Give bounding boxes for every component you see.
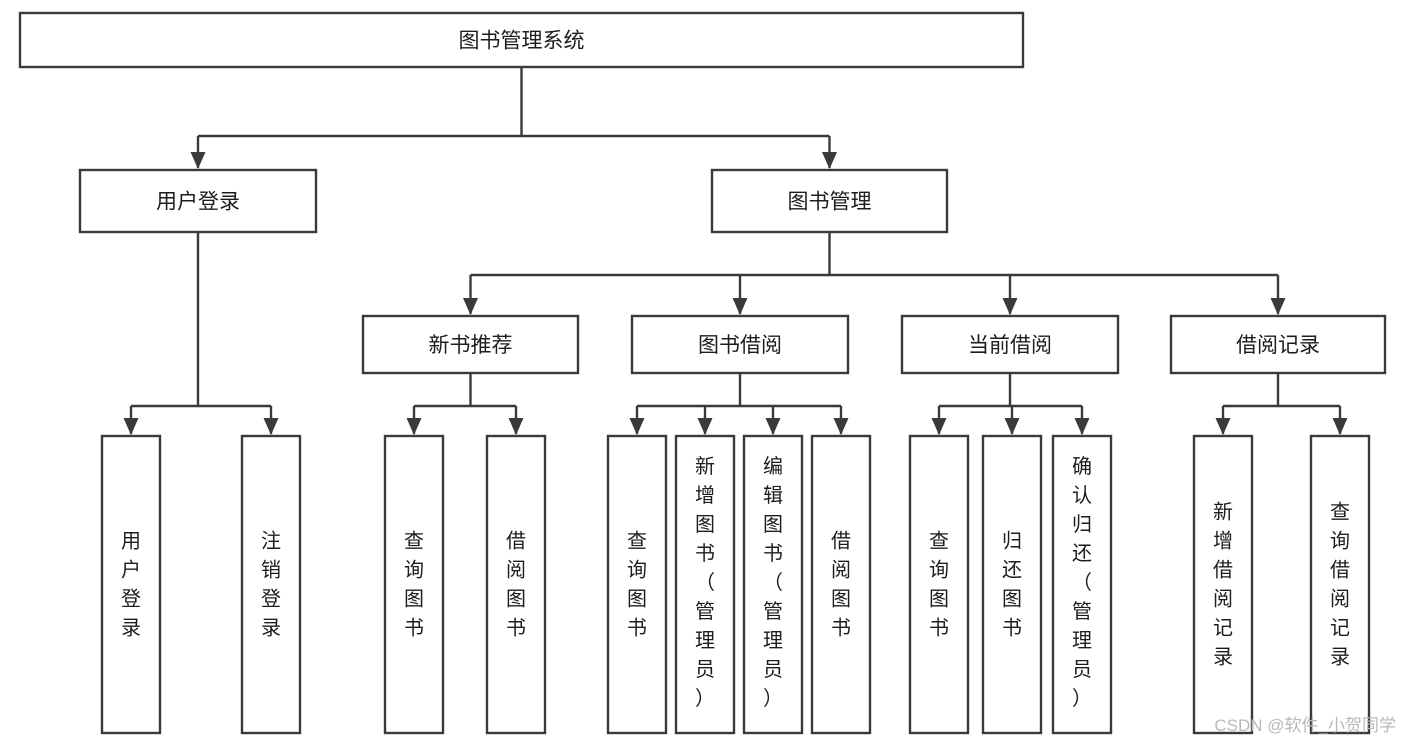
node-box[interactable] [630, 314, 850, 375]
node-box[interactable] [1192, 434, 1254, 735]
node-box[interactable] [18, 11, 1025, 69]
arrow-head-icon [732, 298, 748, 315]
node-box[interactable] [810, 434, 872, 735]
node-book-manage[interactable]: 图书管理 [710, 168, 949, 234]
node-box[interactable] [674, 434, 736, 735]
node-label: 图书管理系统 [459, 30, 585, 53]
node-leaf-add-book[interactable]: 新增图书（管理员） [674, 434, 736, 735]
arrow-head-icon [123, 418, 139, 435]
node-box[interactable] [1051, 434, 1113, 735]
node-label: 图书管理 [788, 191, 872, 214]
node-leaf-user-login[interactable]: 用户登录 [100, 434, 162, 735]
node-label: 图书借阅 [698, 334, 782, 357]
node-leaf-add-borrow-record[interactable]: 新增借阅记录 [1192, 434, 1254, 735]
arrow-head-icon [263, 418, 279, 435]
arrow-head-icon [629, 418, 645, 435]
nodes-layer: 用户登录注销登录查询图书借阅图书查询图书新增图书（管理员）编辑图书（管理员）借阅… [18, 11, 1387, 735]
node-label: 注销登录 [261, 529, 281, 639]
arrow-head-icon [822, 152, 837, 169]
node-leaf-logout[interactable]: 注销登录 [240, 434, 302, 735]
node-current-borrow[interactable]: 当前借阅 [900, 314, 1120, 375]
node-box[interactable] [908, 434, 970, 735]
arrow-head-icon [508, 418, 524, 435]
node-label: 用户登录 [121, 530, 141, 639]
node-label: 用户登录 [156, 191, 240, 214]
node-box[interactable] [710, 168, 949, 234]
node-box[interactable] [1309, 434, 1371, 735]
node-leaf-query-borrow-record[interactable]: 查询借阅记录 [1309, 434, 1371, 735]
node-borrow-record[interactable]: 借阅记录 [1169, 314, 1387, 375]
node-box[interactable] [78, 168, 318, 234]
node-label: 查询图书 [627, 529, 647, 639]
arrow-head-icon [1074, 418, 1090, 435]
node-label: 当前借阅 [968, 334, 1052, 357]
node-label: 确认归还（管理员） [1072, 455, 1092, 710]
node-box[interactable] [606, 434, 668, 735]
node-label: 借阅图书 [506, 529, 526, 639]
node-book-borrow[interactable]: 图书借阅 [630, 314, 850, 375]
node-box[interactable] [240, 434, 302, 735]
node-label: 查询借阅记录 [1330, 500, 1350, 668]
node-leaf-query-book-3[interactable]: 查询图书 [908, 434, 970, 735]
node-label: 借阅记录 [1236, 334, 1320, 357]
node-leaf-borrow-book-1[interactable]: 借阅图书 [485, 434, 547, 735]
arrow-head-icon [765, 418, 781, 435]
arrow-head-icon [1215, 418, 1231, 435]
node-label: 新增图书（管理员） [695, 455, 715, 710]
node-leaf-edit-book[interactable]: 编辑图书（管理员） [742, 434, 804, 735]
arrow-head-icon [931, 418, 947, 435]
node-user-login[interactable]: 用户登录 [78, 168, 318, 234]
node-box[interactable] [361, 314, 580, 375]
arrow-head-icon [697, 418, 713, 435]
node-box[interactable] [100, 434, 162, 735]
node-label: 查询图书 [929, 529, 949, 639]
arrow-head-icon [1004, 418, 1020, 435]
node-label: 查询图书 [404, 529, 424, 639]
node-leaf-borrow-book-2[interactable]: 借阅图书 [810, 434, 872, 735]
node-label: 新书推荐 [429, 334, 513, 357]
node-leaf-confirm-return[interactable]: 确认归还（管理员） [1051, 434, 1113, 735]
node-label: 归还图书 [1002, 529, 1022, 639]
arrow-head-icon [190, 152, 206, 169]
node-label: 新增借阅记录 [1213, 500, 1233, 668]
node-box[interactable] [383, 434, 445, 735]
csdn-watermark: CSDN @软件_小贺同学 [1214, 716, 1396, 735]
node-box[interactable] [981, 434, 1043, 735]
arrow-head-icon [1002, 298, 1018, 315]
arrow-head-icon [1332, 418, 1348, 435]
node-label: 借阅图书 [831, 529, 851, 639]
node-box[interactable] [1169, 314, 1387, 375]
node-new-book-rec[interactable]: 新书推荐 [361, 314, 580, 375]
node-box[interactable] [900, 314, 1120, 375]
arrow-head-icon [833, 418, 849, 435]
node-leaf-query-book-1[interactable]: 查询图书 [383, 434, 445, 735]
node-leaf-return-book[interactable]: 归还图书 [981, 434, 1043, 735]
node-box[interactable] [742, 434, 804, 735]
node-box[interactable] [485, 434, 547, 735]
node-label: 编辑图书（管理员） [763, 455, 783, 710]
edges-layer [123, 67, 1348, 435]
node-leaf-query-book-2[interactable]: 查询图书 [606, 434, 668, 735]
arrow-head-icon [463, 298, 478, 315]
arrow-head-icon [406, 418, 422, 435]
arrow-head-icon [1270, 298, 1286, 315]
node-root[interactable]: 图书管理系统 [18, 11, 1025, 69]
